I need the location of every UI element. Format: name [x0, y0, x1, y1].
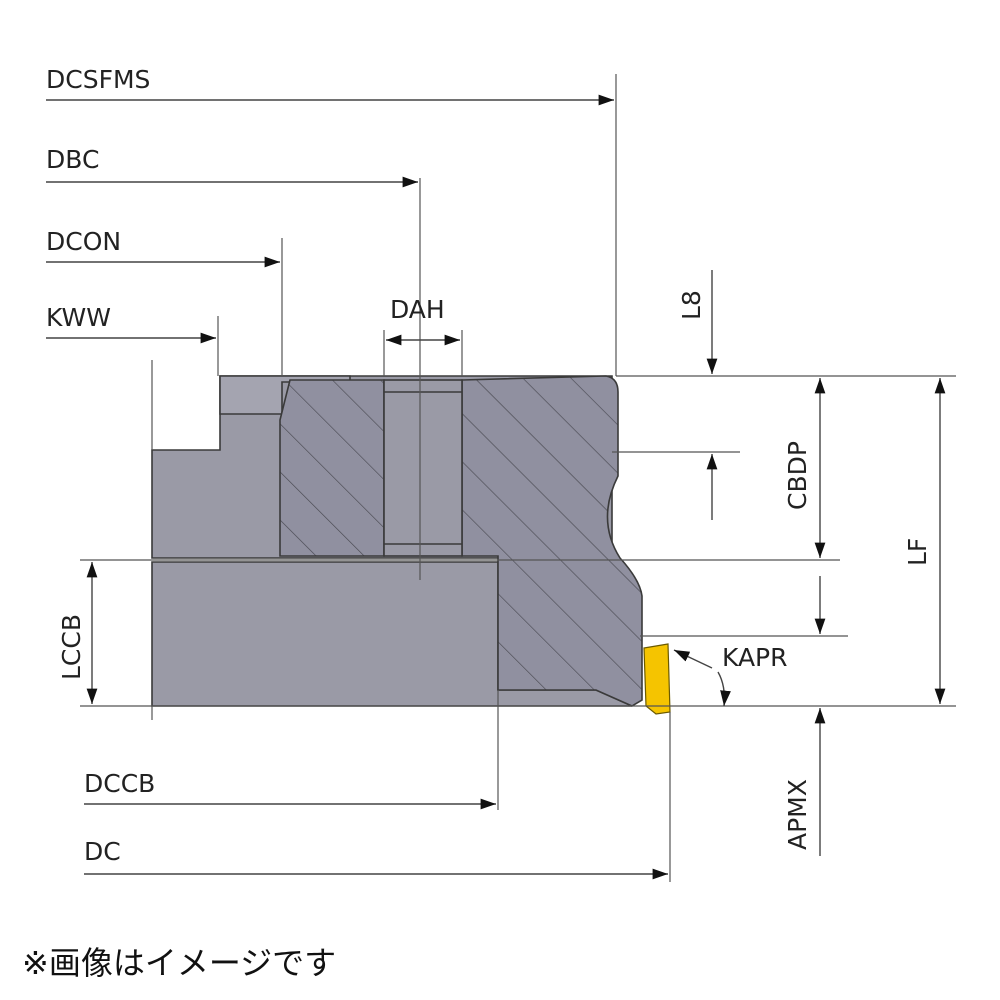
section-left: [279, 379, 385, 557]
dim-kapr-leader: [673, 649, 713, 669]
label-dcon: DCON: [46, 227, 121, 256]
label-dah: DAH: [390, 295, 445, 324]
label-dccb: DCCB: [84, 769, 155, 798]
cut-section: [279, 375, 643, 707]
dim-kapr-arc: [717, 671, 731, 707]
label-dc: DC: [84, 837, 121, 866]
section-right: [461, 375, 643, 707]
extension-lines: [80, 74, 956, 882]
label-dcsfms: DCSFMS: [46, 65, 150, 94]
center-bore: [383, 379, 463, 557]
label-kww: KWW: [46, 303, 111, 332]
dimension-labels: DCSFMS DBC DCON KWW DAH L8 CBDP LF KAPR …: [46, 65, 932, 866]
cutting-insert: [643, 643, 671, 715]
dimension-lines: [46, 94, 946, 880]
label-apmx: APMX: [783, 779, 812, 850]
label-lf: LF: [903, 538, 932, 566]
label-kapr: KAPR: [722, 643, 788, 672]
label-l8: L8: [677, 290, 706, 320]
image-disclaimer-note: ※画像はイメージです: [22, 944, 337, 982]
label-cbdp: CBDP: [783, 441, 812, 510]
label-lccb: LCCB: [57, 614, 86, 680]
keyway-slot: [219, 375, 351, 415]
label-dbc: DBC: [46, 145, 99, 174]
